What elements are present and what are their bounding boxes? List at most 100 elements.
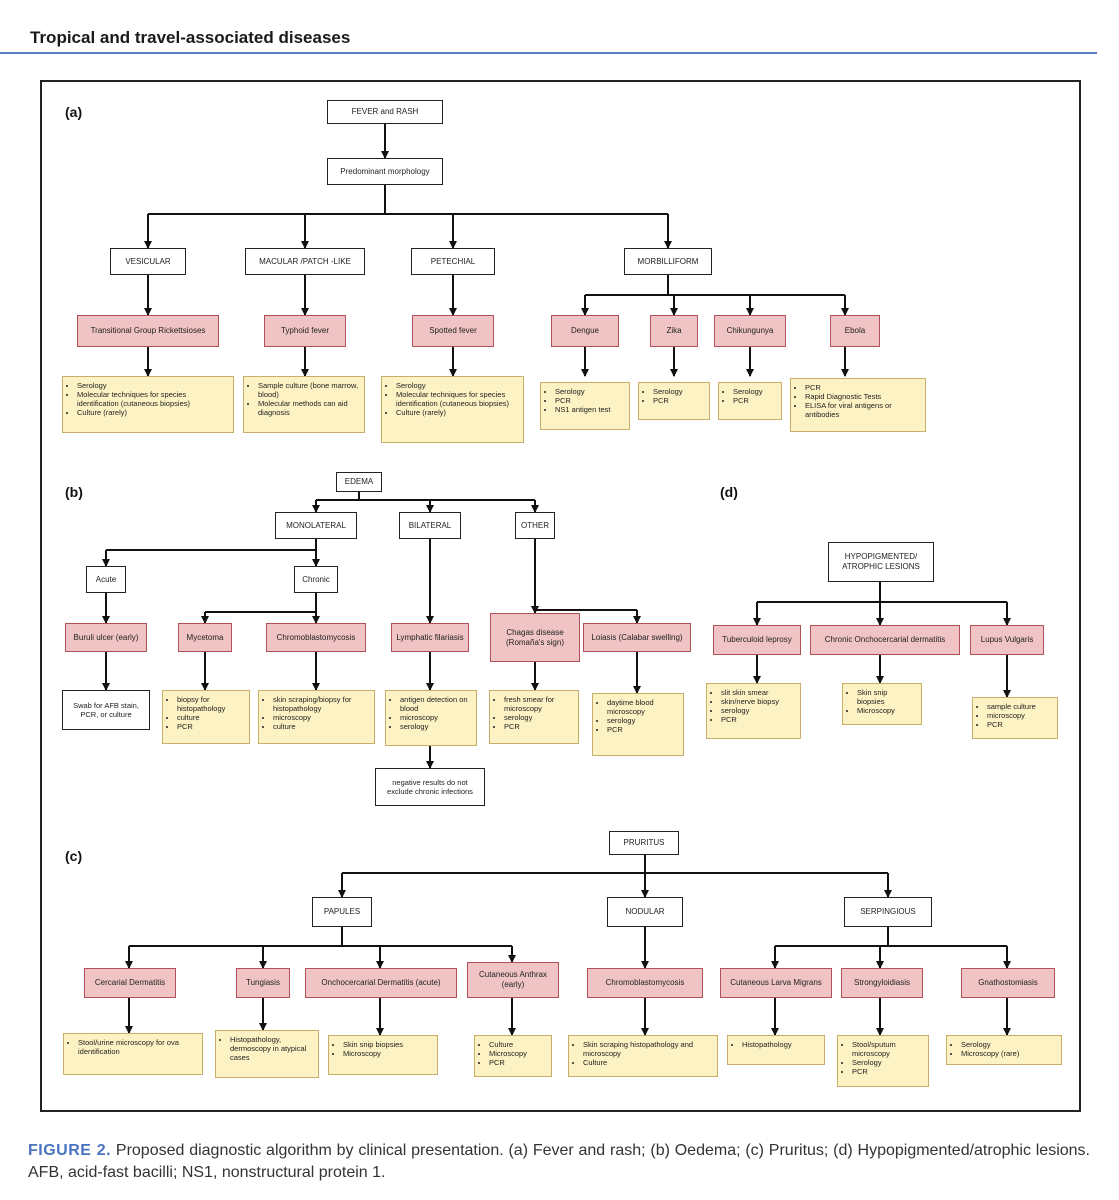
running-header: Tropical and travel-associated diseases <box>30 28 351 47</box>
tests-chronic-onchocercarial: Skin snip biopsies Microscopy <box>842 683 922 725</box>
node-papules: PAPULES <box>312 897 372 927</box>
tests-mycetoma: biopsy for histopathology culture PCR <box>162 690 250 744</box>
tests-chromoblastomycosis-b: skin scraping/biopsy for histopathology … <box>258 690 375 744</box>
test-item: Microscopy (rare) <box>961 1049 1057 1058</box>
tests-ebola: PCR Rapid Diagnostic Tests ELISA for vir… <box>790 378 926 432</box>
header-rule <box>0 52 1097 54</box>
test-item: PCR <box>504 722 574 731</box>
tests-chromoblastomycosis-c: Skin scraping histopathology and microsc… <box>568 1035 718 1077</box>
test-item: PCR <box>177 722 245 731</box>
test-item: Culture (rarely) <box>396 408 519 417</box>
panel-b-label: (b) <box>65 484 83 500</box>
tests-buruli-ulcer: Swab for AFB stain, PCR, or culture <box>62 690 150 730</box>
test-item: sample culture <box>987 702 1053 711</box>
test-item: serology <box>400 722 472 731</box>
disease-buruli-ulcer: Buruli ulcer (early) <box>65 623 147 652</box>
disease-mycetoma: Mycetoma <box>178 623 232 652</box>
test-item: Skin snip biopsies <box>343 1040 433 1049</box>
test-item: Molecular techniques for species identif… <box>396 390 519 408</box>
test-item: Culture <box>489 1040 547 1049</box>
node-nodular: NODULAR <box>607 897 683 927</box>
tests-lupus-vulgaris: sample culture microscopy PCR <box>972 697 1058 739</box>
test-item: Serology <box>961 1040 1057 1049</box>
disease-loiasis: Loiasis (Calabar swelling) <box>583 623 691 652</box>
test-item: PCR <box>805 383 921 392</box>
panel-a-label: (a) <box>65 104 83 120</box>
disease-cutaneous-anthrax: Cutaneous Anthrax (early) <box>467 962 559 998</box>
test-item: Stool/sputum microscopy <box>852 1040 924 1058</box>
test-item: Molecular techniques for species identif… <box>77 390 229 408</box>
test-item: antigen detection on blood <box>400 695 472 713</box>
disease-dengue: Dengue <box>551 315 619 347</box>
disease-zika: Zika <box>650 315 698 347</box>
disease-chromoblastomycosis-c: Chromoblastomycosis <box>587 968 703 998</box>
tests-tuberculoid-leprosy: slit skin smear skin/nerve biopsy serolo… <box>706 683 801 739</box>
disease-transitional-group-rickettsioses: Transitional Group Rickettsioses <box>77 315 219 347</box>
disease-lupus-vulgaris: Lupus Vulgaris <box>970 625 1044 655</box>
test-item: microscopy <box>400 713 472 722</box>
test-item: PCR <box>653 396 705 405</box>
test-item: serology <box>607 716 679 725</box>
node-macular-patch-like: MACULAR /PATCH -LIKE <box>245 248 365 275</box>
test-item: Sample culture (bone marrow, blood) <box>258 381 360 399</box>
test-item: microscopy <box>987 711 1053 720</box>
node-morbilliform: MORBILLIFORM <box>624 248 712 275</box>
test-item: PCR <box>721 715 796 724</box>
test-item: fresh smear for microscopy <box>504 695 574 713</box>
figure-frame <box>40 80 1081 1112</box>
test-item: serology <box>721 706 796 715</box>
tests-cercarial-dermatitis: Stool/urine microscopy for ova identific… <box>63 1033 203 1075</box>
test-item: ELISA for viral antigens or antibodies <box>805 401 921 419</box>
disease-cutaneous-larva-migrans: Cutaneous Larva Migrans <box>720 968 832 998</box>
test-item: Culture (rarely) <box>77 408 229 417</box>
disease-strongyloidiasis: Strongyloidiasis <box>841 968 923 998</box>
panel-c-label: (c) <box>65 848 83 864</box>
test-item: Serology <box>653 387 705 396</box>
test-item: Skin snip biopsies <box>857 688 917 706</box>
panel-d-label: (d) <box>720 484 738 500</box>
node-fever-rash: FEVER and RASH <box>327 100 443 124</box>
node-pruritus: PRURITUS <box>609 831 679 855</box>
tests-cutaneous-anthrax: Culture Microscopy PCR <box>474 1035 552 1077</box>
tests-zika: Serology PCR <box>638 382 710 420</box>
test-item: Skin scraping histopathology and microsc… <box>583 1040 713 1058</box>
test-item: skin scraping/biopsy for histopathology <box>273 695 370 713</box>
node-edema: EDEMA <box>336 472 382 492</box>
tests-tungiasis: Histopathology, dermoscopy in atypical c… <box>215 1030 319 1078</box>
tests-strongyloidiasis: Stool/sputum microscopy Serology PCR <box>837 1035 929 1087</box>
disease-chronic-onchocercarial: Chronic Onchocercarial dermatitis <box>810 625 960 655</box>
disease-chromoblastomycosis-b: Chromoblastomycosis <box>266 623 366 652</box>
test-item: Serology <box>852 1058 924 1067</box>
node-chronic: Chronic <box>294 566 338 593</box>
tests-gnathostomiasis: Serology Microscopy (rare) <box>946 1035 1062 1065</box>
test-item: Histopathology, dermoscopy in atypical c… <box>230 1035 314 1062</box>
node-monolateral: MONOLATERAL <box>275 512 357 539</box>
test-item: daytime blood microscopy <box>607 698 679 716</box>
tests-cutaneous-larva-migrans: Histopathology <box>727 1035 825 1065</box>
test-item: Culture <box>583 1058 713 1067</box>
test-item: culture <box>273 722 370 731</box>
test-item: slit skin smear <box>721 688 796 697</box>
disease-cercarial-dermatitis: Cercarial Dermatitis <box>84 968 176 998</box>
tests-rickettsioses: Serology Molecular techniques for specie… <box>62 376 234 433</box>
disease-lymphatic-filariasis: Lymphatic filariasis <box>391 623 469 652</box>
tests-lymphatic-filariasis: antigen detection on blood microscopy se… <box>385 690 477 746</box>
node-other: OTHER <box>515 512 555 539</box>
tests-spotted-fever: Serology Molecular techniques for specie… <box>381 376 524 443</box>
test-item: Serology <box>555 387 625 396</box>
disease-tuberculoid-leprosy: Tuberculoid leprosy <box>713 625 801 655</box>
test-item: PCR <box>733 396 777 405</box>
test-item: PCR <box>987 720 1053 729</box>
test-item: culture <box>177 713 245 722</box>
test-item: Microscopy <box>343 1049 433 1058</box>
disease-chikungunya: Chikungunya <box>714 315 786 347</box>
disease-tungiasis: Tungiasis <box>236 968 290 998</box>
disease-typhoid-fever: Typhoid fever <box>264 315 346 347</box>
caption-label: FIGURE 2. <box>28 1142 112 1159</box>
figure-caption: FIGURE 2. Proposed diagnostic algorithm … <box>28 1140 1090 1184</box>
tests-typhoid-fever: Sample culture (bone marrow, blood) Mole… <box>243 376 365 433</box>
note-negative-results: negative results do not exclude chronic … <box>375 768 485 806</box>
test-item: PCR <box>607 725 679 734</box>
test-item: Rapid Diagnostic Tests <box>805 392 921 401</box>
